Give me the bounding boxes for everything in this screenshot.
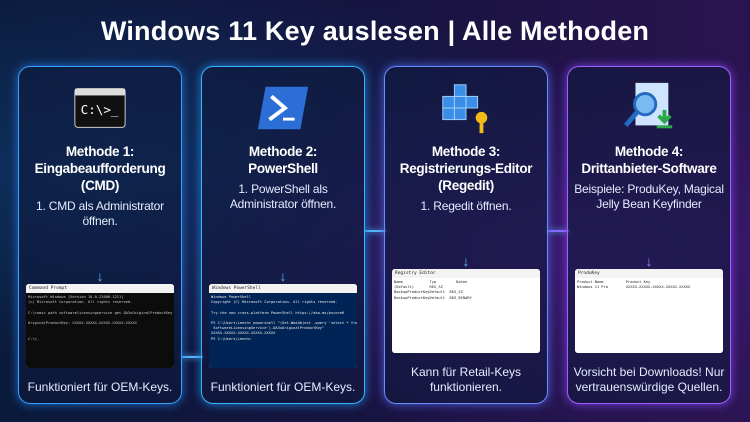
window-screenshot: ProduKey Product Name Product Key Window… bbox=[575, 269, 723, 353]
window-content: Microsoft Windows [Version 10.0.22000.12… bbox=[26, 293, 174, 368]
method-heading: Methode 1: Eingabeaufforderung (CMD) bbox=[34, 144, 166, 193]
method-step: 1. PowerShell als Administrator öffnen. bbox=[229, 182, 337, 211]
connector bbox=[364, 230, 386, 232]
arrow-down-icon: ↓ bbox=[96, 268, 104, 284]
method-step: Beispiele: ProduKey, Magical Jelly Bean … bbox=[574, 182, 724, 211]
method-card-2: Methode 2: PowerShell 1. PowerShell als … bbox=[201, 66, 365, 404]
window-screenshot: Windows PowerShell Windows PowerShell Co… bbox=[209, 284, 357, 368]
method-note: Kann für Retail-Keys funktionieren. bbox=[410, 365, 522, 394]
method-card-1: C:\>_ Methode 1: Eingabeaufforderung (CM… bbox=[18, 66, 182, 404]
method-card-4: Methode 4: Drittanbieter-Software Beispi… bbox=[567, 66, 731, 404]
cmd-icon: C:\>_ bbox=[71, 79, 129, 137]
window-screenshot: Registry Editor Name Typ Daten (Default)… bbox=[392, 269, 540, 353]
window-title: ProduKey bbox=[575, 269, 723, 278]
method-heading: Methode 2: PowerShell bbox=[248, 144, 318, 176]
method-step: 1. CMD als Administrator öffnen. bbox=[36, 199, 164, 228]
method-heading: Methode 3: Registrierungs-Editor (Regedi… bbox=[399, 144, 533, 193]
method-step: 1. Regedit öffnen. bbox=[420, 199, 512, 213]
method-card-3: Methode 3: Registrierungs-Editor (Regedi… bbox=[384, 66, 548, 404]
arrow-down-icon: ↓ bbox=[462, 253, 470, 269]
method-note: Funktioniert für OEM-Keys. bbox=[210, 380, 356, 394]
window-content: Windows PowerShell Copyright (C) Microso… bbox=[209, 293, 357, 368]
regedit-icon bbox=[437, 79, 495, 137]
page-title: Windows 11 Key auslesen | Alle Methoden bbox=[100, 16, 650, 46]
connector bbox=[181, 356, 203, 358]
window-title: Command Prompt bbox=[26, 284, 174, 293]
svg-text:C:\>_: C:\>_ bbox=[81, 102, 119, 117]
connector bbox=[547, 230, 569, 232]
window-screenshot: Command Prompt Microsoft Windows [Versio… bbox=[26, 284, 174, 368]
key-finder-icon bbox=[620, 79, 678, 137]
window-title: Registry Editor bbox=[392, 269, 540, 278]
arrow-down-icon: ↓ bbox=[645, 253, 653, 269]
method-note: Funktioniert für OEM-Keys. bbox=[27, 380, 173, 394]
window-title: Windows PowerShell bbox=[209, 284, 357, 293]
powershell-icon bbox=[254, 79, 312, 137]
arrow-down-icon: ↓ bbox=[279, 268, 287, 284]
window-content: Product Name Product Key Windows 11 Pro … bbox=[575, 278, 723, 353]
window-content: Name Typ Daten (Default) REG_SZ BackupPr… bbox=[392, 278, 540, 353]
method-heading: Methode 4: Drittanbieter-Software bbox=[581, 144, 717, 176]
method-note: Vorsicht bei Downloads! Nur vertrauenswü… bbox=[573, 365, 725, 394]
